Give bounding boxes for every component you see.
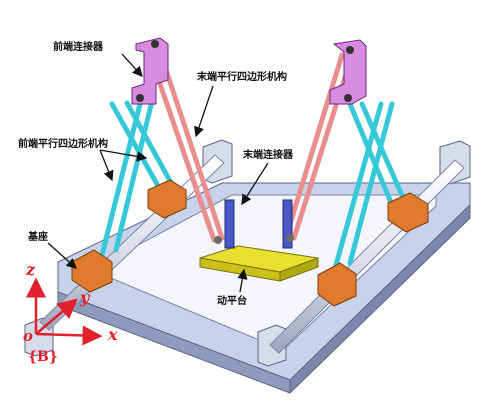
- label-moving-platform: 动平台: [217, 294, 247, 307]
- orange-sliders: [71, 179, 429, 307]
- label-front-connector: 前端连接器: [53, 40, 104, 53]
- y-axis-label: y: [79, 288, 91, 307]
- coordinate-frame: z y x o {B}: [23, 260, 118, 365]
- label-rear-connector: 末端连接器: [243, 148, 294, 161]
- label-front-parallelogram: 前端平行四边形机构: [18, 137, 108, 150]
- end-connectors: [214, 199, 294, 249]
- origin-label: o: [23, 327, 33, 345]
- label-base: 基座: [27, 230, 48, 243]
- pink-links: [147, 49, 355, 243]
- x-axis-label: x: [107, 325, 118, 344]
- frame-label: {B}: [28, 349, 58, 365]
- label-rear-parallelogram: 末端平行四边形机构: [197, 70, 287, 83]
- front-connectors: [131, 37, 367, 105]
- z-axis-label: z: [25, 260, 36, 279]
- cyan-links: [99, 98, 407, 268]
- leader-lines: [47, 53, 269, 293]
